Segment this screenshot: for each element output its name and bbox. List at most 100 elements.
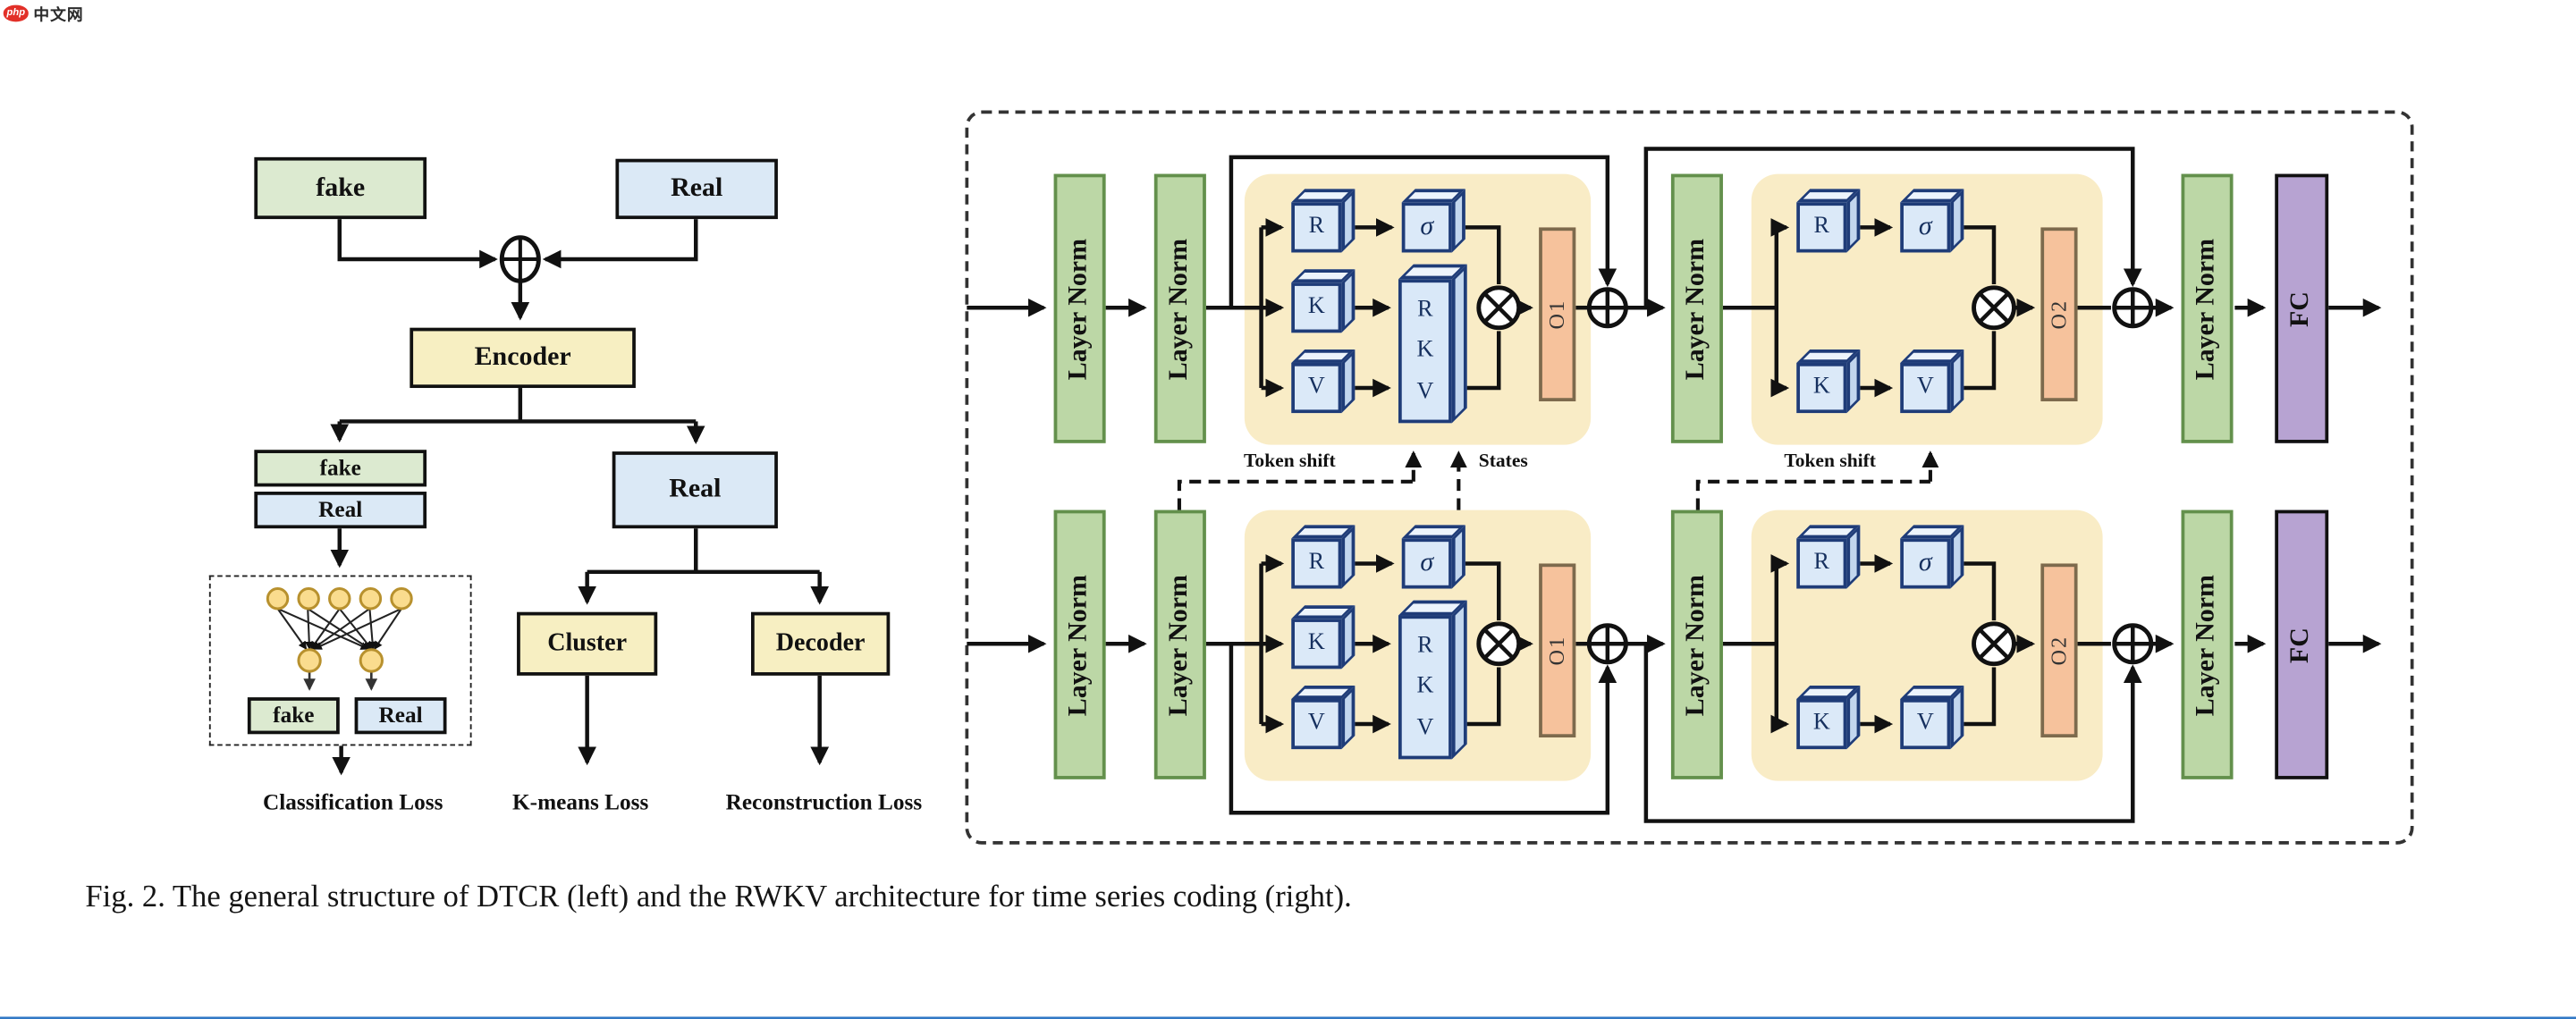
- k-label: K: [1291, 619, 1342, 670]
- k-label: K: [1796, 698, 1847, 750]
- sigma-label: σ: [1401, 538, 1452, 589]
- v-label: V: [1291, 698, 1342, 750]
- rkv-letter: R: [1417, 633, 1433, 659]
- php-site-logo[interactable]: php 中文网: [3, 4, 84, 26]
- k-cube: K: [1796, 686, 1863, 753]
- fc-label: FC: [2286, 627, 2316, 663]
- fake-input-box: fake: [254, 156, 427, 220]
- real-branch-box: Real: [612, 451, 778, 529]
- o1-label: O1: [1543, 299, 1569, 330]
- sigma-label: σ: [1900, 202, 1951, 253]
- k-cube: K: [1291, 605, 1358, 672]
- encoder-box: Encoder: [410, 327, 636, 389]
- decoder-box: Decoder: [750, 611, 891, 676]
- sigma-cube: σ: [1401, 189, 1469, 256]
- fc-label: FC: [2286, 291, 2316, 327]
- o2-label: O2: [2045, 299, 2072, 330]
- layer-norm-3-row2: Layer Norm: [1670, 510, 1723, 779]
- cluster-box: Cluster: [517, 611, 658, 676]
- encoder-label: Encoder: [474, 342, 571, 372]
- real-branch-label: Real: [669, 475, 722, 504]
- figure-caption: Fig. 2. The general structure of DTCR (l…: [85, 880, 1352, 915]
- o1-box-row2: O1: [1539, 563, 1576, 738]
- layer-norm-label: Layer Norm: [1682, 238, 1710, 380]
- fc-box-row2: FC: [2275, 510, 2329, 779]
- layer-norm-4-row1: Layer Norm: [2181, 173, 2234, 443]
- layer-norm-label: Layer Norm: [1165, 574, 1194, 716]
- bottom-accent-bar: [0, 1015, 2576, 1019]
- cluster-label: Cluster: [547, 629, 628, 657]
- v-cube: V: [1291, 349, 1358, 417]
- rkv-letter: V: [1416, 378, 1434, 404]
- rwkv-dashed-border: [965, 110, 2414, 845]
- o2-box-row1: O2: [2040, 227, 2078, 401]
- k-cube: K: [1291, 269, 1358, 336]
- classifier-dashed-box: [208, 575, 472, 746]
- real-class-label: Real: [378, 702, 423, 728]
- rkv-letter: V: [1416, 714, 1434, 740]
- real-latent-box: Real: [254, 492, 427, 529]
- logo-site-text: 中文网: [33, 6, 84, 26]
- fake-input-label: fake: [316, 173, 366, 202]
- sigma-cube: σ: [1900, 525, 1967, 592]
- reconstruction-loss-label: Reconstruction Loss: [725, 789, 923, 815]
- fake-class-box: fake: [247, 697, 340, 735]
- o2-box-row2: O2: [2040, 563, 2078, 738]
- k-label: K: [1291, 282, 1342, 333]
- fake-class-label: fake: [273, 702, 315, 728]
- token-shift-label-1: Token shift: [1244, 451, 1336, 472]
- o2-label: O2: [2045, 636, 2072, 666]
- sigma-label: σ: [1900, 538, 1951, 589]
- real-input-box: Real: [615, 158, 778, 220]
- r-cube: R: [1796, 189, 1863, 256]
- kmeans-loss-label: K-means Loss: [512, 789, 649, 815]
- sigma-label: σ: [1401, 202, 1452, 253]
- v-cube: V: [1900, 686, 1967, 753]
- layer-norm-label: Layer Norm: [2192, 238, 2221, 380]
- o1-box-row1: O1: [1539, 227, 1576, 401]
- real-latent-label: Real: [318, 496, 363, 522]
- layer-norm-label: Layer Norm: [1064, 238, 1094, 380]
- rkv-letter: R: [1417, 297, 1433, 323]
- classification-loss-label: Classification Loss: [263, 789, 443, 815]
- r-cube: R: [1291, 525, 1358, 592]
- sigma-cube: σ: [1401, 525, 1469, 592]
- decoder-label: Decoder: [775, 629, 866, 657]
- v-cube: V: [1291, 686, 1358, 753]
- layer-norm-1-row1: Layer Norm: [1053, 173, 1106, 443]
- fc-box-row1: FC: [2275, 173, 2329, 443]
- real-class-box: Real: [354, 697, 447, 735]
- sigma-cube: σ: [1900, 189, 1967, 256]
- r-label: R: [1796, 538, 1847, 589]
- r-label: R: [1291, 202, 1342, 253]
- real-input-label: Real: [671, 173, 723, 203]
- token-shift-label-2: Token shift: [1784, 451, 1876, 472]
- k-label: K: [1796, 362, 1847, 414]
- fake-latent-label: fake: [319, 454, 361, 480]
- layer-norm-2-row2: Layer Norm: [1153, 510, 1206, 779]
- merge-add-node: [499, 235, 541, 283]
- rkv-letter: K: [1416, 337, 1434, 363]
- o1-label: O1: [1543, 636, 1569, 666]
- rkv-letter: K: [1416, 673, 1434, 699]
- v-cube: V: [1900, 349, 1967, 417]
- php-logo-icon: php: [3, 5, 29, 21]
- layer-norm-label: Layer Norm: [1682, 574, 1710, 716]
- r-cube: R: [1291, 189, 1358, 256]
- layer-norm-label: Layer Norm: [1064, 574, 1094, 716]
- r-label: R: [1796, 202, 1847, 253]
- logo-brand-text: php: [6, 8, 26, 19]
- layer-norm-4-row2: Layer Norm: [2181, 510, 2234, 779]
- r-cube: R: [1796, 525, 1863, 592]
- layer-norm-3-row1: Layer Norm: [1670, 173, 1723, 443]
- fake-latent-box: fake: [254, 450, 427, 487]
- v-label: V: [1291, 362, 1342, 414]
- r-label: R: [1291, 538, 1342, 589]
- v-label: V: [1900, 362, 1951, 414]
- k-cube: K: [1796, 349, 1863, 417]
- v-label: V: [1900, 698, 1951, 750]
